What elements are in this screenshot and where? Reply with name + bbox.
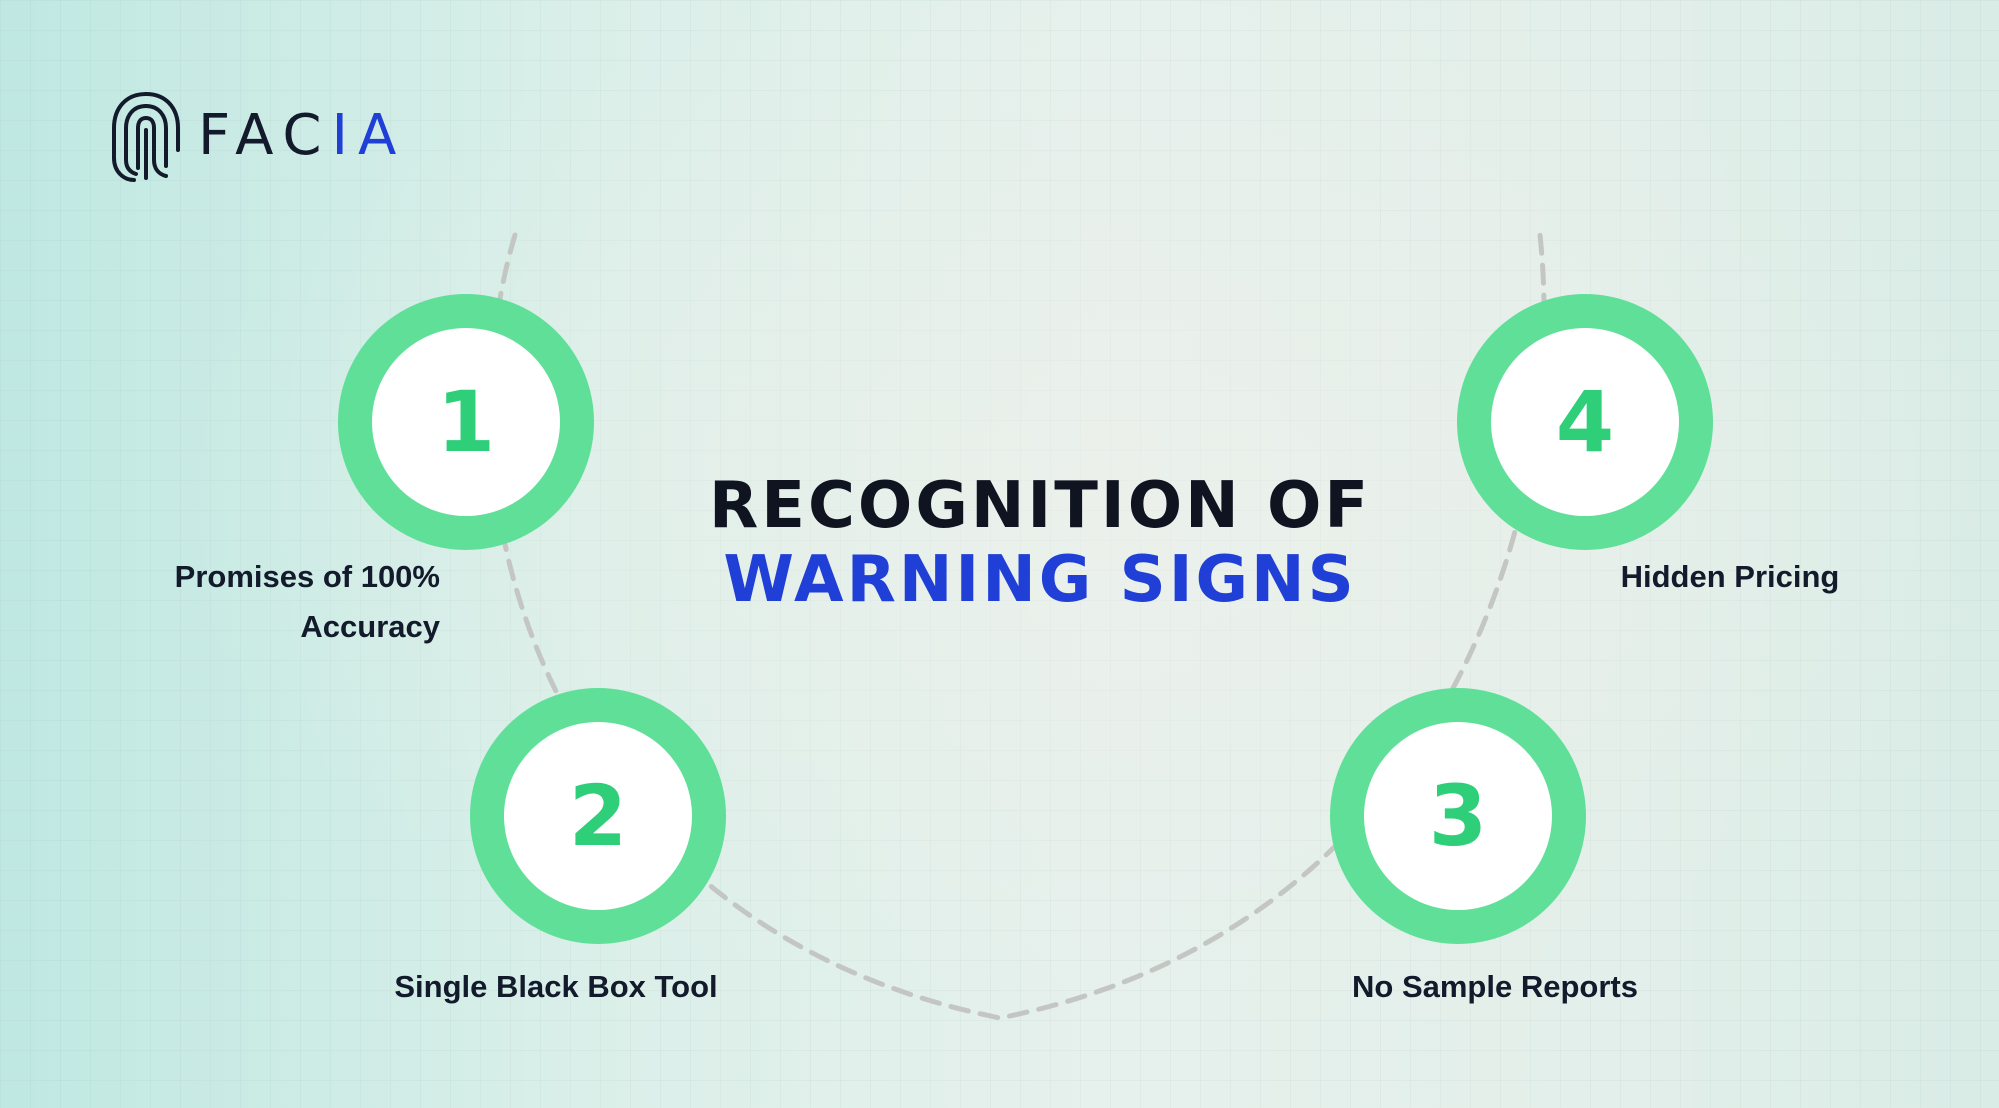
sign-number-1: 1 bbox=[436, 373, 496, 471]
sign-label-2-line-1: Single Black Box Tool bbox=[394, 969, 718, 1004]
sign-node-1: 1 bbox=[338, 294, 594, 550]
title-line-2: WARNING SIGNS bbox=[723, 542, 1357, 617]
sign-node-4: 4 bbox=[1457, 294, 1713, 550]
sign-node-3-inner: 3 bbox=[1364, 722, 1552, 910]
sign-node-2-inner: 2 bbox=[504, 722, 692, 910]
sign-label-4-line-1: Hidden Pricing bbox=[1620, 559, 1840, 594]
fingerprint-icon bbox=[112, 92, 180, 182]
sign-label-4: Hidden Pricing bbox=[1600, 552, 1860, 602]
sign-label-1-line-1: Promises of 100% bbox=[174, 559, 440, 594]
sign-label-2: Single Black Box Tool bbox=[376, 962, 736, 1012]
sign-node-2: 2 bbox=[470, 688, 726, 944]
sign-node-3: 3 bbox=[1330, 688, 1586, 944]
brand-name-accent: IA bbox=[331, 103, 407, 168]
sign-label-3-line-1: No Sample Reports bbox=[1352, 969, 1638, 1004]
title-line-1: RECOGNITION OF bbox=[708, 469, 1372, 543]
sign-node-4-inner: 4 bbox=[1491, 328, 1679, 516]
sign-number-3: 3 bbox=[1428, 767, 1488, 865]
sign-label-3: No Sample Reports bbox=[1320, 962, 1670, 1012]
sign-number-4: 4 bbox=[1555, 373, 1615, 471]
brand-name-dark: FAC bbox=[198, 103, 332, 168]
sign-label-1: Promises of 100% Accuracy bbox=[130, 552, 440, 651]
sign-number-2: 2 bbox=[568, 767, 628, 865]
brand-logo: FACIA bbox=[108, 88, 406, 184]
sign-label-1-line-2: Accuracy bbox=[300, 608, 440, 644]
page-title: RECOGNITION OF WARNING SIGNS bbox=[700, 469, 1380, 617]
brand-wordmark: FACIA bbox=[198, 108, 406, 164]
sign-node-1-inner: 1 bbox=[372, 328, 560, 516]
